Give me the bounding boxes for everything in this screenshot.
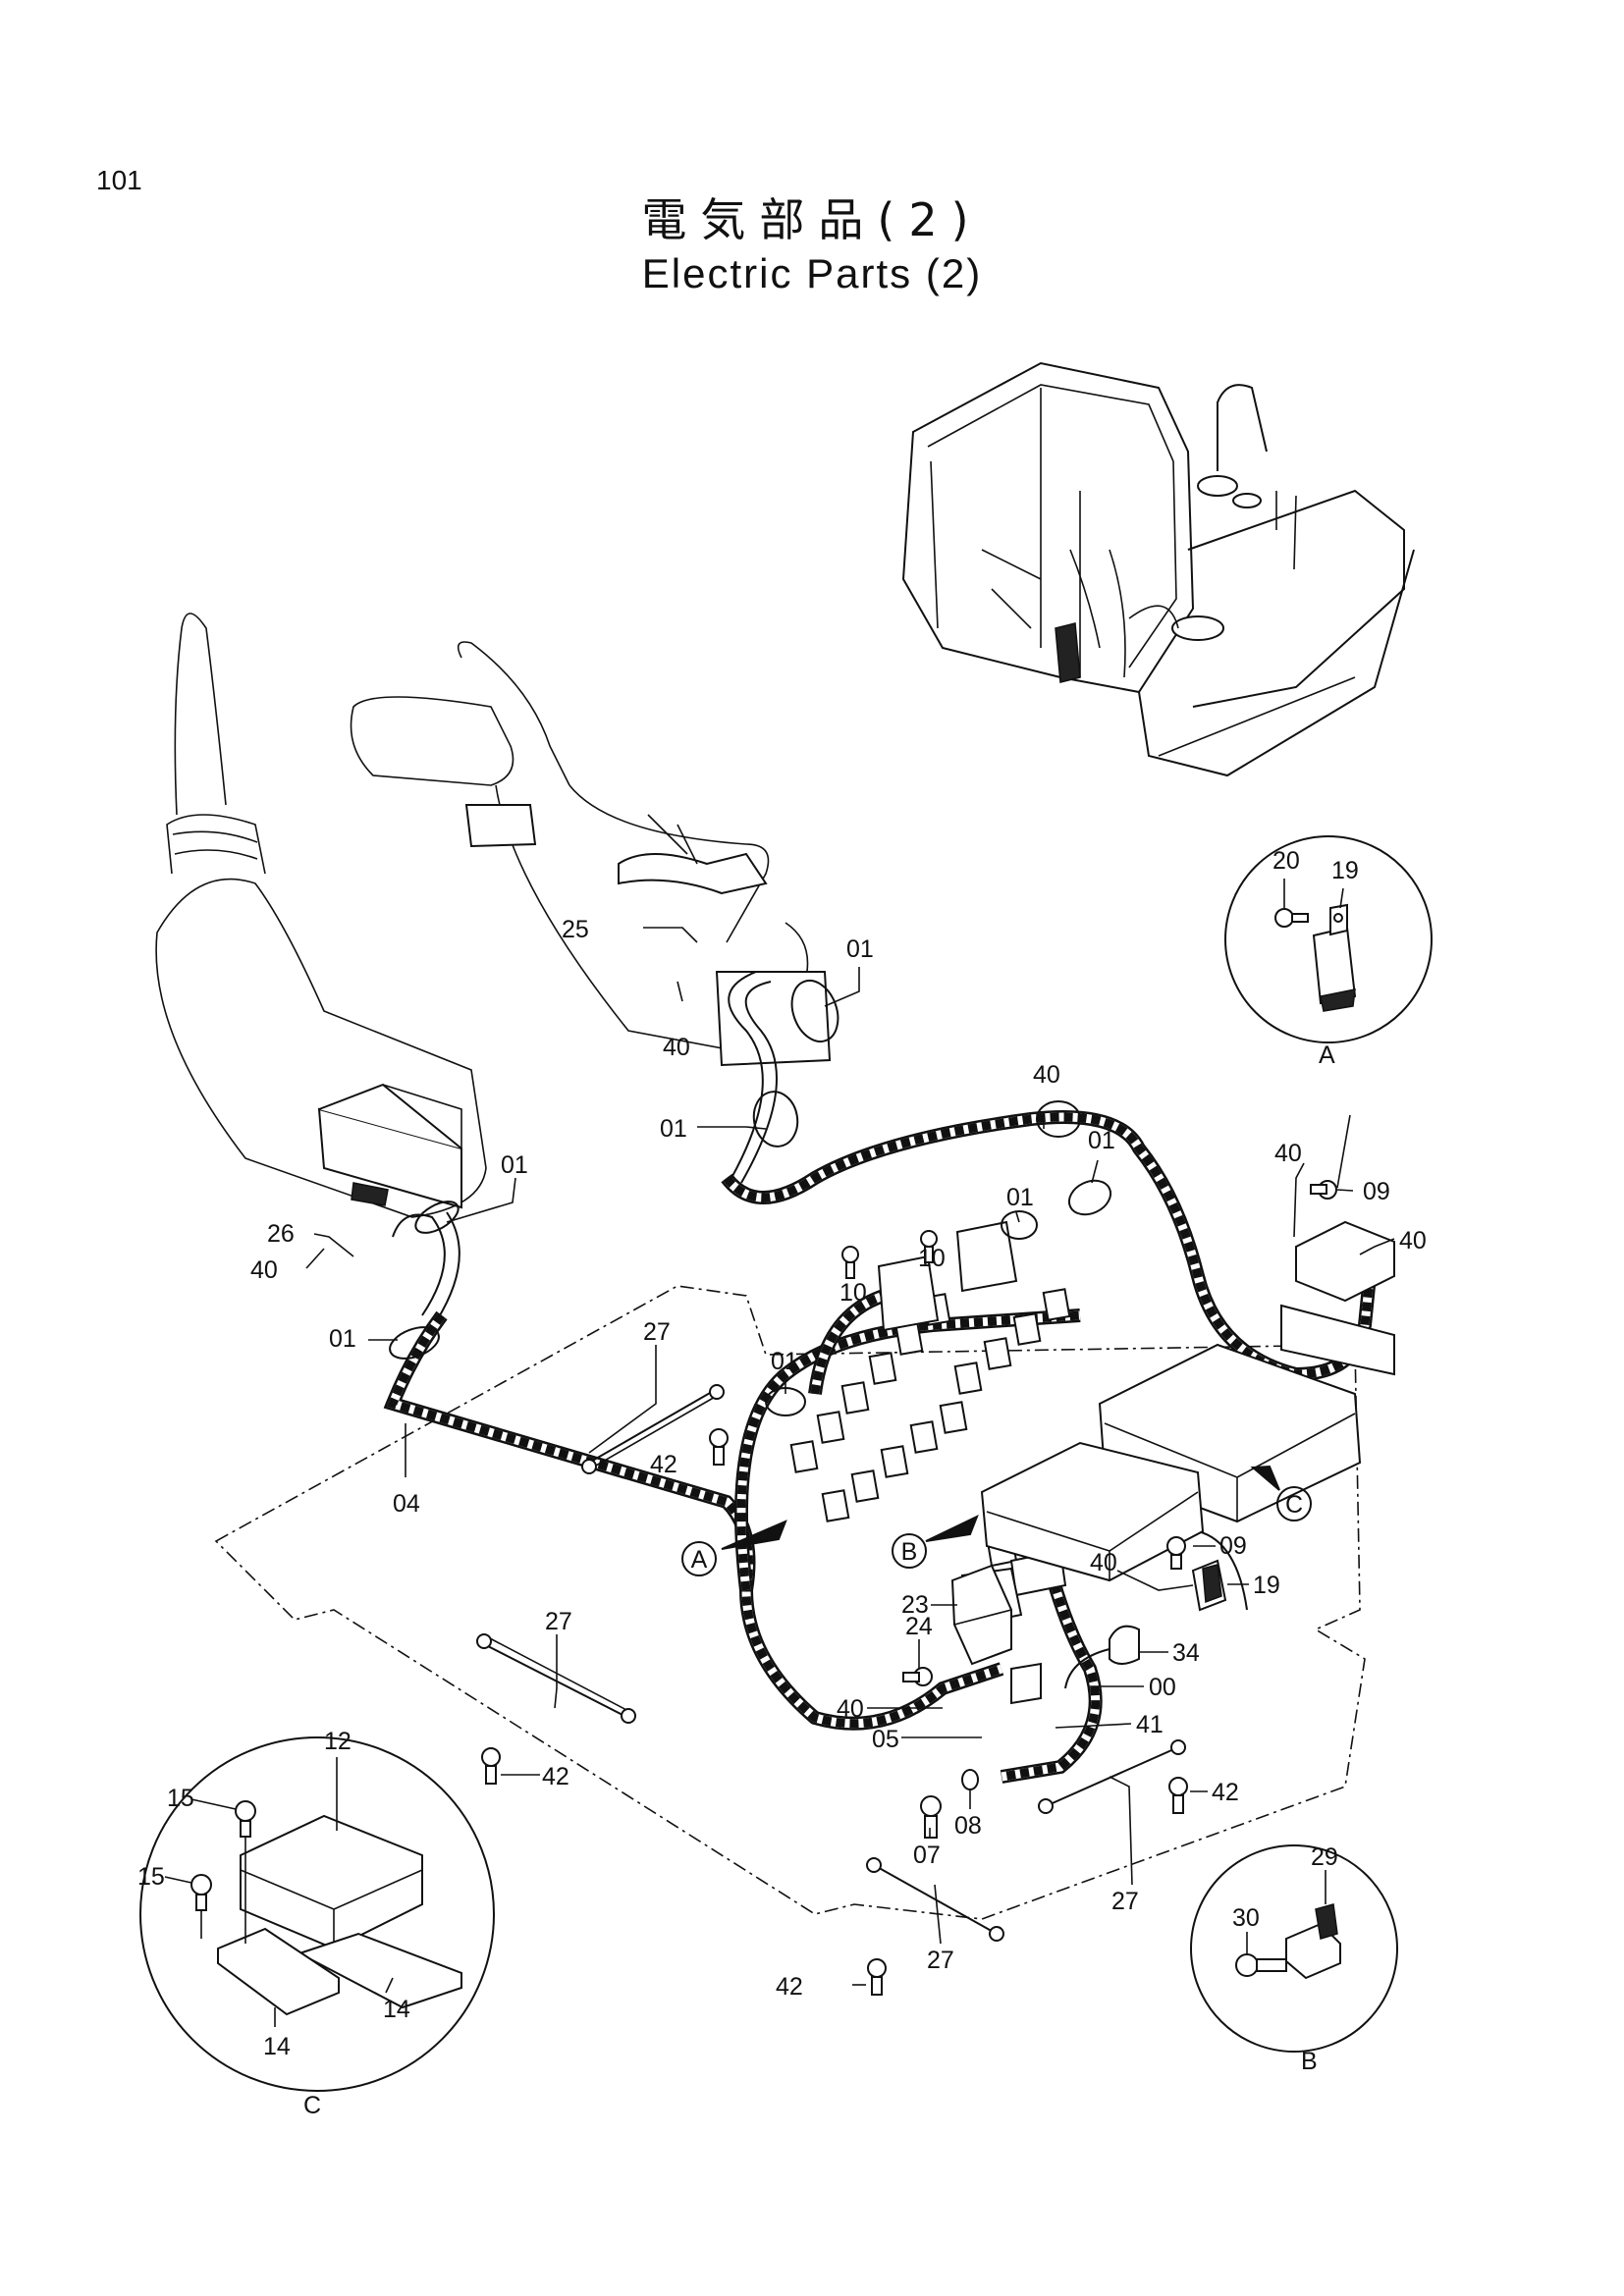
floor-plate-outline (214, 1285, 1366, 1920)
callout-15: 15 (137, 1863, 165, 1891)
callout-41: 41 (1136, 1711, 1164, 1738)
callout-01: 01 (1088, 1127, 1115, 1154)
callout-04: 04 (393, 1490, 420, 1518)
wire-straps-27 (476, 1384, 1186, 1942)
title-japanese: 電気部品(2) (641, 193, 983, 246)
callout-40: 40 (1274, 1140, 1302, 1167)
callout-01: 01 (329, 1325, 356, 1353)
callout-42: 42 (776, 1973, 803, 2001)
callout-01: 01 (846, 935, 874, 963)
svg-text:C: C (1285, 1491, 1303, 1519)
left-control-lever-illustration (155, 613, 487, 1218)
callout-00: 00 (1149, 1674, 1176, 1701)
callout-01: 01 (660, 1115, 687, 1143)
leader-lines (305, 927, 1395, 1986)
controller-boxes (980, 1220, 1395, 1582)
callout-08: 08 (954, 1812, 982, 1840)
callout-09: 09 (1363, 1178, 1390, 1205)
bolts (481, 1180, 1337, 1996)
callout-24: 24 (905, 1613, 933, 1640)
callout-09: 09 (1219, 1532, 1247, 1560)
view-marker-c: C (1276, 1486, 1312, 1522)
view-marker-b: B (892, 1533, 927, 1569)
callout-01: 01 (771, 1348, 798, 1375)
callout-40: 40 (1033, 1061, 1060, 1089)
callout-10: 10 (839, 1279, 867, 1307)
page-number: 101 (96, 165, 142, 195)
callout-27: 27 (643, 1318, 671, 1346)
detail-label-a: A (1319, 1041, 1335, 1069)
detail-label-b: B (1301, 2048, 1318, 2075)
callout-40: 40 (1399, 1227, 1427, 1255)
callout-01: 01 (501, 1151, 528, 1179)
callout-40: 40 (837, 1695, 864, 1723)
detail-view-a (1224, 835, 1433, 1043)
callout-26: 26 (267, 1220, 295, 1248)
relay-19 (1191, 1559, 1227, 1612)
callout-27: 27 (1111, 1888, 1139, 1915)
svg-text:A: A (691, 1546, 708, 1574)
excavator-overview-illustration (901, 361, 1415, 777)
callout-30: 30 (1232, 1904, 1260, 1932)
callout-20: 20 (1272, 847, 1300, 875)
callout-27: 27 (927, 1947, 954, 1974)
callout-27: 27 (545, 1608, 572, 1635)
harness-clamps (389, 980, 1112, 1416)
view-pointer-arrows (721, 1465, 1280, 1550)
callout-42: 42 (1212, 1779, 1239, 1806)
callout-01: 01 (1006, 1184, 1034, 1211)
callout-29: 29 (1311, 1843, 1338, 1871)
callout-40: 40 (250, 1256, 278, 1284)
detail-view-c (139, 1736, 495, 2092)
view-marker-a: A (681, 1541, 717, 1576)
callout-15: 15 (167, 1785, 194, 1812)
svg-text:B: B (901, 1538, 918, 1566)
callout-40: 40 (1090, 1549, 1117, 1576)
callout-19: 19 (1331, 857, 1359, 884)
callout-19: 19 (1253, 1572, 1280, 1599)
callout-42: 42 (650, 1451, 677, 1478)
callout-42: 42 (542, 1763, 569, 1790)
callout-05: 05 (872, 1726, 899, 1753)
callout-10: 10 (918, 1245, 946, 1272)
part-callouts: 25 40 01 01 40 01 01 10 10 40 09 40 20 1… (137, 847, 1427, 2060)
callout-25: 25 (562, 916, 589, 943)
callout-34: 34 (1172, 1639, 1200, 1667)
callout-12: 12 (324, 1728, 352, 1755)
plug-34 (1064, 1625, 1140, 1689)
detail-view-b (1190, 1844, 1398, 2053)
callout-14: 14 (383, 1996, 410, 2023)
callout-14: 14 (263, 2033, 291, 2060)
right-control-lever-illustration (350, 641, 832, 1067)
callout-23: 23 (901, 1591, 929, 1619)
callout-07: 07 (913, 1842, 941, 1869)
detail-label-c: C (303, 2092, 321, 2119)
relay-23 (950, 1564, 1012, 1666)
callout-40: 40 (663, 1034, 690, 1061)
title-english: Electric Parts (2) (641, 250, 983, 296)
